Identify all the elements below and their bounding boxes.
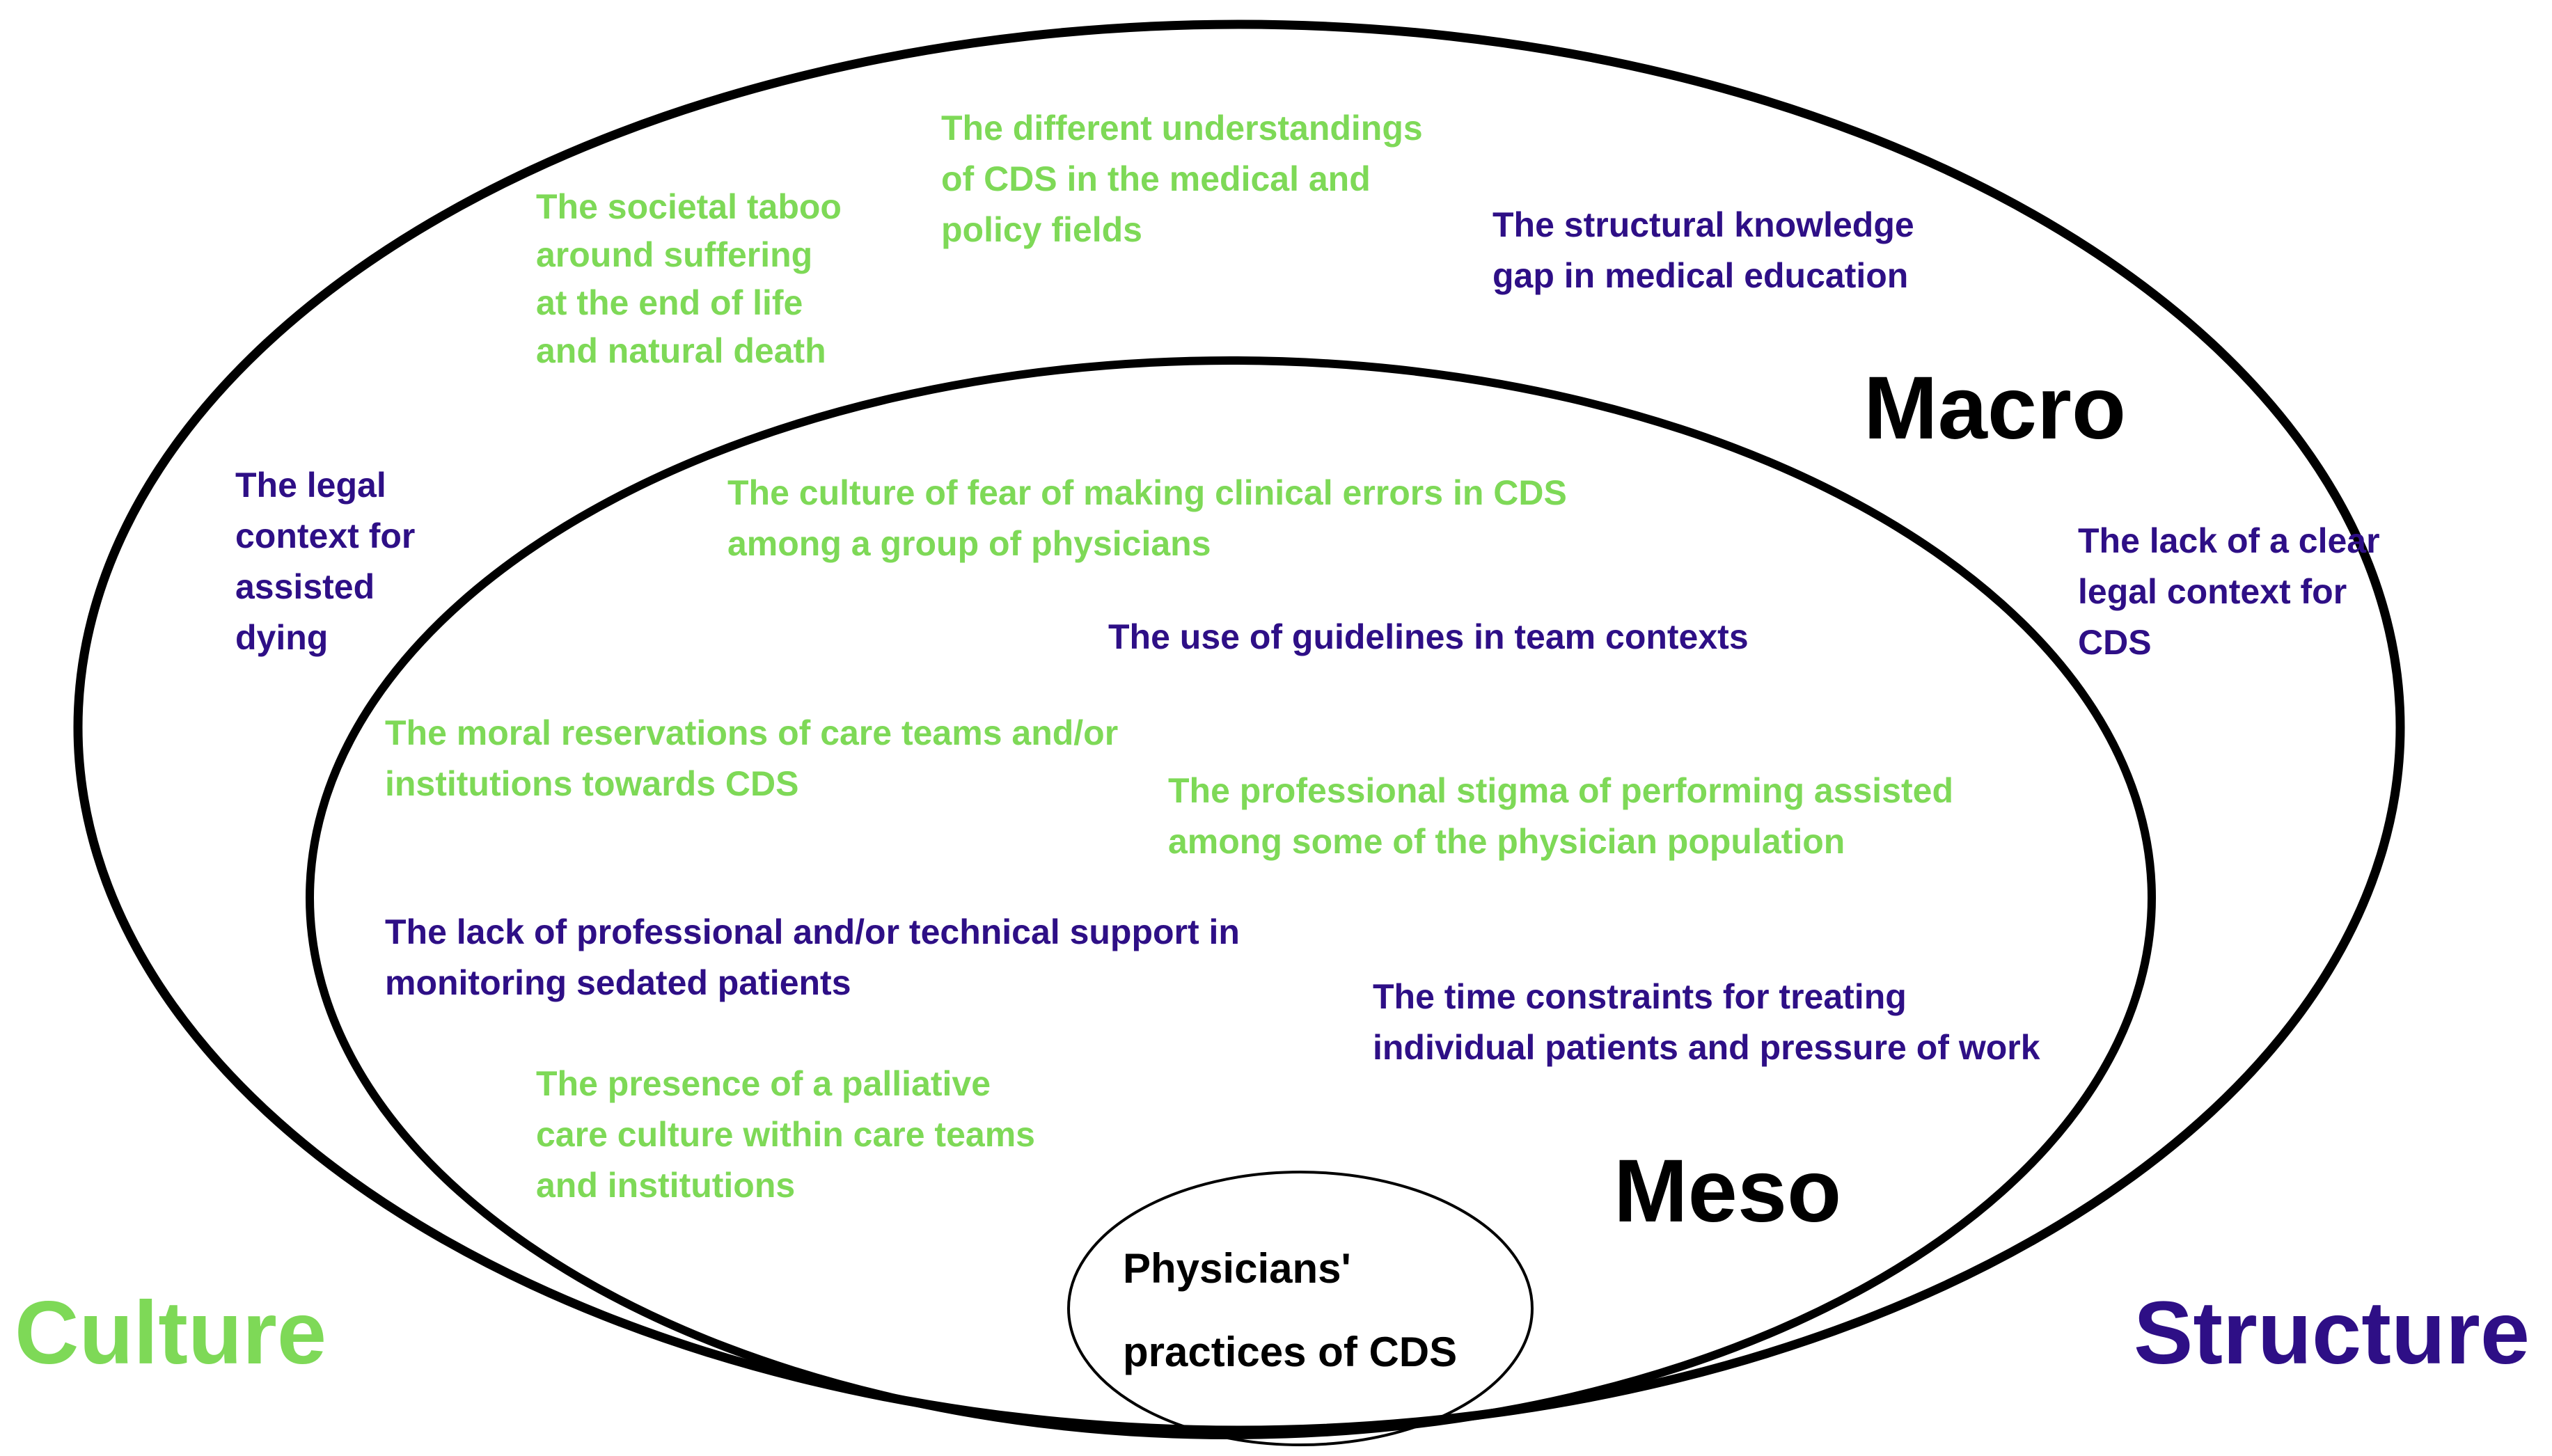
core-ellipse <box>1067 1171 1534 1446</box>
factor-lack-support: The lack of professional and/or technica… <box>385 912 1240 1002</box>
core-label: Physicians' practices of CDS <box>1123 1245 1458 1375</box>
meso-ellipse <box>306 356 2156 1439</box>
factor-different-understandings: The different understandings of CDS in t… <box>941 109 1423 249</box>
factor-guidelines: The use of guidelines in team contexts <box>1108 617 1749 656</box>
macro-ellipse <box>73 19 2405 1435</box>
factor-lack-legal-context-cds: The lack of a clear legal context for CD… <box>2078 521 2380 662</box>
factor-knowledge-gap: The structural knowledge gap in medical … <box>1492 205 1914 295</box>
factor-professional-stigma: The professional stigma of performing as… <box>1168 771 1954 861</box>
factor-palliative-culture: The presence of a palliative care cultur… <box>536 1064 1035 1205</box>
factor-legal-context-assisted: The legal context for assisted dying <box>235 466 416 657</box>
factor-societal-taboo: The societal taboo around suffering at t… <box>536 187 842 370</box>
meso-label: Meso <box>1614 1141 1842 1241</box>
factor-time-constraints: The time constraints for treating indivi… <box>1373 977 2040 1067</box>
culture-axis-label: Culture <box>15 1283 326 1383</box>
factor-culture-of-fear: The culture of fear of making clinical e… <box>727 473 1567 563</box>
structure-axis-label: Structure <box>2134 1283 2530 1383</box>
factor-moral-reservations: The moral reservations of care teams and… <box>385 713 1119 803</box>
macro-label: Macro <box>1864 358 2126 458</box>
